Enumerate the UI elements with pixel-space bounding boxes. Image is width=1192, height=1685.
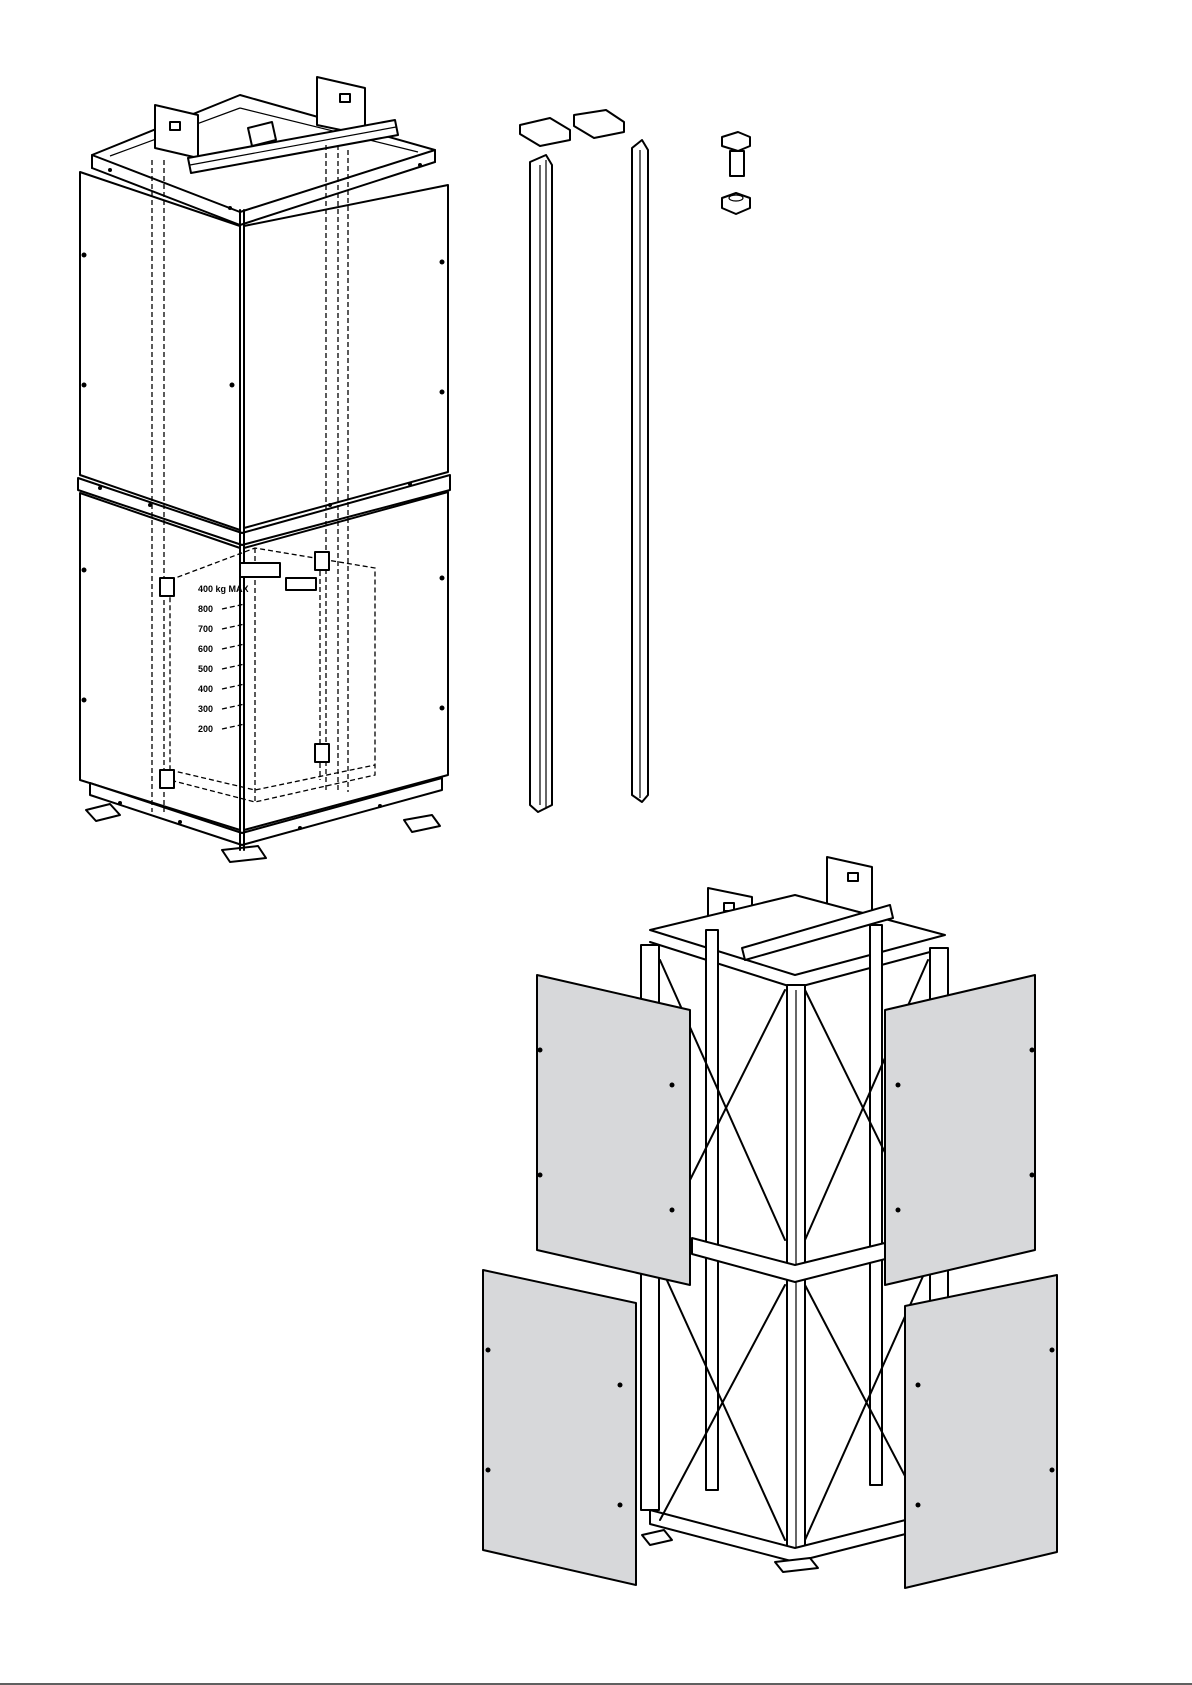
load-label-row: 200 xyxy=(198,724,213,734)
screw-icon xyxy=(722,132,750,151)
screw-and-nut xyxy=(722,132,750,214)
screw-shank xyxy=(730,151,744,176)
lower-panel-right xyxy=(244,492,448,830)
nut-icon xyxy=(722,193,750,214)
load-label-row: 400 xyxy=(198,684,213,694)
exploded-frame xyxy=(483,857,1057,1588)
side-panel-upper-left xyxy=(537,975,690,1285)
assembled-cabinet: 400 kg MAX 800 700 600 500 400 300 200 xyxy=(78,77,450,862)
rack-clip xyxy=(160,578,174,596)
load-label-row: 800 xyxy=(198,604,213,614)
side-panel-lower-left xyxy=(483,1270,636,1585)
foot xyxy=(642,1530,672,1545)
load-label-row: 500 xyxy=(198,664,213,674)
corner-clip xyxy=(574,110,624,138)
rack-top-block xyxy=(286,578,316,590)
foot-left xyxy=(86,804,120,821)
rack-clip xyxy=(160,770,174,788)
rack-top-block xyxy=(240,563,280,577)
side-panel-upper-right xyxy=(885,975,1035,1285)
lifting-bracket-left xyxy=(155,105,198,158)
load-label-row: 600 xyxy=(198,644,213,654)
foot xyxy=(775,1558,818,1572)
corner-profiles xyxy=(520,110,648,812)
corner-profile-left xyxy=(530,155,552,812)
rack-clip xyxy=(315,552,329,570)
side-panel-lower-right xyxy=(905,1275,1057,1588)
load-label-max: 400 kg MAX xyxy=(198,584,249,594)
rack-clip xyxy=(315,744,329,762)
bracket-slot xyxy=(170,122,180,130)
upper-panel-right xyxy=(244,185,448,528)
upper-panel-left xyxy=(80,172,240,530)
load-label-row: 700 xyxy=(198,624,213,634)
bracket-slot xyxy=(340,94,350,102)
corner-clip xyxy=(520,118,570,146)
load-label-row: 300 xyxy=(198,704,213,714)
foot-right xyxy=(404,815,440,832)
